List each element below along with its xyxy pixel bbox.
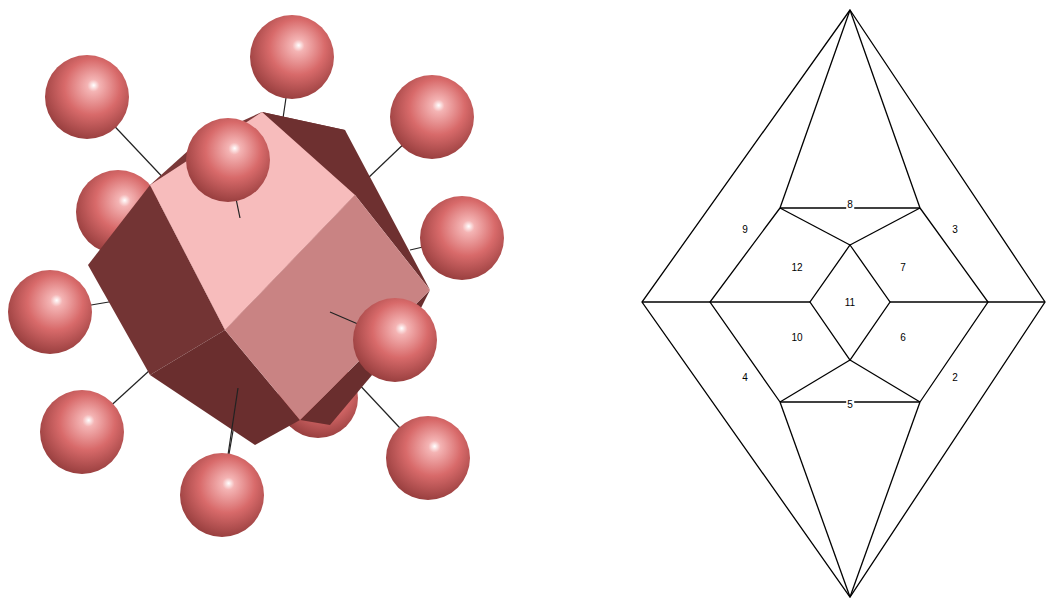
callout-number: 8 bbox=[846, 200, 854, 210]
callout-number: 12 bbox=[790, 263, 803, 273]
callout-number: 9 bbox=[741, 225, 749, 235]
molecule-figure bbox=[8, 15, 504, 537]
callout-number: 6 bbox=[899, 333, 907, 343]
callout-number: 3 bbox=[951, 225, 959, 235]
callout-number: 10 bbox=[790, 333, 803, 343]
callout-number: 4 bbox=[741, 373, 749, 383]
face-projection bbox=[642, 10, 1045, 597]
callout-number: 2 bbox=[951, 373, 959, 383]
callout-number: 5 bbox=[846, 400, 854, 410]
callout-number: 7 bbox=[899, 263, 907, 273]
callout-number: 11 bbox=[844, 298, 856, 308]
